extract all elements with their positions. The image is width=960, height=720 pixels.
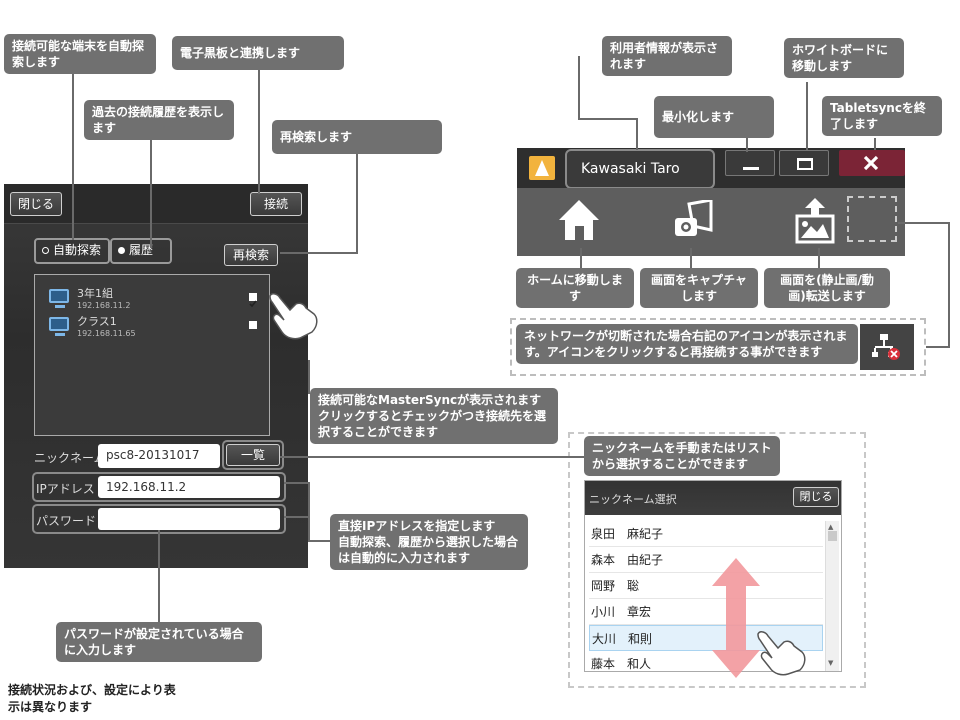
scroll-direction-arrow-icon [712,558,760,678]
list-button-outline [222,440,284,470]
callout-whiteboard-link: 電子黒板と連携します [172,36,344,70]
password-input[interactable] [98,508,280,530]
radio-dot-icon [118,247,125,254]
close-icon [863,155,879,171]
device-ip: 192.168.11.2 [77,301,131,310]
callout-password: パスワードが設定されている場合に入力します [56,622,262,662]
app-window: Kawasaki Taro [517,148,905,256]
minimize-icon [743,167,759,170]
ip-row-outline [32,472,286,502]
dialog-close-button[interactable]: 閉じる [793,487,839,507]
callout-auto-search: 接続可能な端末を自動探索します [4,34,156,74]
device-checkbox[interactable] [249,293,257,308]
callout-network: ネットワークが切断された場合右記のアイコンが表示されます。アイコンをクリックする… [516,324,858,364]
nickname-item[interactable]: 藤本 和人 [589,651,823,671]
footnote: 接続状況および、設定により表示は異なります [8,683,176,714]
device-checkbox[interactable] [249,321,257,329]
device-name: 3年1組 [77,287,113,300]
close-button[interactable]: 閉じる [10,192,62,216]
dialog-outline [568,432,866,688]
monitor-icon [49,289,69,308]
nickname-list-button[interactable]: 一覧 [226,444,280,466]
toolbar [517,188,905,256]
home-icon[interactable] [557,198,601,242]
callout-whiteboard: ホワイトボードに移動します [784,38,904,78]
network-icon-placeholder [847,196,897,242]
ip-address-input[interactable]: 192.168.11.2 [98,476,280,498]
window-icon [797,158,813,170]
scroll-thumb[interactable] [828,531,837,541]
exit-button[interactable] [839,150,905,176]
nickname-label: ニックネーム [34,451,106,465]
device-row[interactable]: 3年1組 192.168.11.2 [49,287,259,317]
reconnect-button[interactable] [860,324,914,370]
device-name: クラス1 [77,315,117,328]
callout-exit: Tabletsyncを終了します [822,96,942,136]
callout-direct-ip: 直接IPアドレスを指定します 自動探索、履歴から選択した場合は自動的に入力されま… [330,514,528,570]
callout-capture: 画面をキャプチャします [640,268,758,308]
panel-header: 閉じる 接続 [4,184,308,224]
history-radio[interactable]: 履歴 [110,238,172,264]
whiteboard-button[interactable] [779,150,829,176]
nickname-input[interactable]: psc8-20131017 [98,444,220,468]
rescan-button[interactable]: 再検索 [224,244,278,266]
history-label: 履歴 [129,243,154,257]
pointing-hand-icon [757,631,806,676]
connection-panel: 閉じる 接続 自動探索 履歴 再検索 3年1組 192.168.11.2 クラス… [4,184,308,568]
callout-minimize: 最小化します [654,96,774,138]
callout-nickname: ニックネームを手動またはリストから選択することができます [584,436,780,476]
monitor-icon [49,317,69,336]
scroll-down-icon[interactable]: ▼ [828,659,834,667]
app-logo-icon [529,156,555,180]
dialog-title: ニックネーム選択 [589,493,677,506]
dialog-header: ニックネーム選択 閉じる [585,481,841,515]
ip-label: IPアドレス [36,482,95,496]
nickname-dialog: ニックネーム選択 閉じる 泉田 麻紀子 森本 由紀子 岡野 聡 小川 章宏 大川… [584,480,842,672]
callout-available-devices: 接続可能なMasterSyncが表示されます クリックするとチェックがつき接続先… [310,388,558,444]
nickname-item[interactable]: 森本 由紀子 [589,547,823,573]
pointing-hand-icon [269,293,318,340]
dialog-scrollbar[interactable]: ▲ ▼ [825,521,839,671]
nickname-item[interactable]: 小川 章宏 [589,599,823,625]
checkmark-icon [249,300,257,308]
network-callout-outline [510,318,926,376]
device-ip: 192.168.11.65 [77,329,136,338]
network-disconnected-icon [872,334,900,360]
nickname-item[interactable]: 泉田 麻紀子 [589,521,823,547]
capture-icon[interactable] [671,200,715,240]
user-info: Kawasaki Taro [565,149,715,189]
callout-transfer: 画面を(静止画/動画)転送します [764,268,890,308]
minimize-button[interactable] [725,150,775,176]
callout-rescan: 再検索します [272,120,442,154]
password-label: パスワード [36,514,97,528]
scroll-up-icon[interactable]: ▲ [828,523,834,531]
auto-search-radio[interactable]: 自動探索 [34,238,110,264]
device-list[interactable]: 3年1組 192.168.11.2 クラス1 192.168.11.65 [34,274,270,436]
device-row[interactable]: クラス1 192.168.11.65 [49,315,259,345]
auto-search-label: 自動探索 [53,243,102,257]
callout-user-info: 利用者情報が表示されます [602,36,732,76]
radio-dot-icon [42,247,49,254]
connect-button[interactable]: 接続 [250,192,302,216]
transfer-icon[interactable] [793,196,837,244]
callout-history: 過去の接続履歴を表示します [84,100,234,140]
callout-home: ホームに移動します [516,268,634,308]
nickname-item[interactable]: 岡野 聡 [589,573,823,599]
title-bar: Kawasaki Taro [517,148,905,189]
